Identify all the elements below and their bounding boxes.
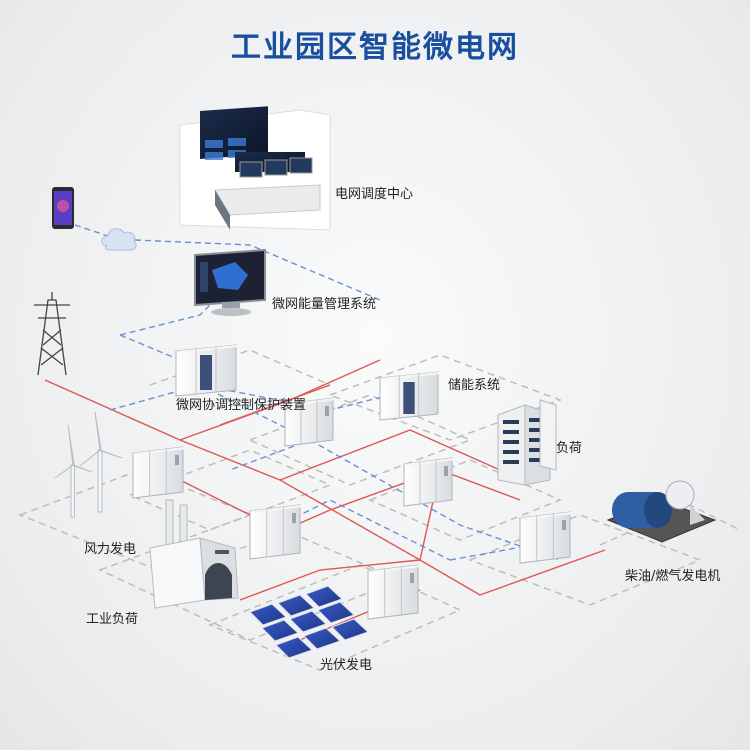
cloud-icon [101,228,137,251]
label-industrial: 工业负荷 [86,612,139,627]
generator-icon [606,480,717,543]
label-protection: 微网协调控制保护装置 [176,398,307,413]
cabinet-icon [132,446,187,499]
dispatch-center [179,106,331,231]
cabinet-icon [249,504,304,560]
cabinet-icon [284,397,337,447]
label-pv: 光伏发电 [320,658,373,673]
smartphone-icon [52,187,74,229]
cabinet-icon [175,344,240,397]
cabinet-icon [367,564,422,620]
label-dispatch-center: 电网调度中心 [335,187,414,202]
cabinet-icon [379,371,442,421]
label-load: 负荷 [556,441,583,456]
cabinet-icon [519,511,574,564]
solar-panel-icon [249,585,369,659]
cabinets [132,344,574,620]
factory-icon [149,499,239,609]
label-storage: 储能系统 [448,378,501,393]
ems-monitor-icon [194,248,266,316]
label-wind: 风力发电 [84,542,137,557]
cabinet-icon [403,457,456,507]
wind-turbine-icon [54,411,123,518]
building-icon [497,399,557,486]
label-ems: 微网能量管理系统 [272,297,377,312]
transmission-tower-icon [34,292,70,376]
page-title: 工业园区智能微电网 [231,30,519,65]
label-generator: 柴油/燃气发电机 [625,569,721,584]
